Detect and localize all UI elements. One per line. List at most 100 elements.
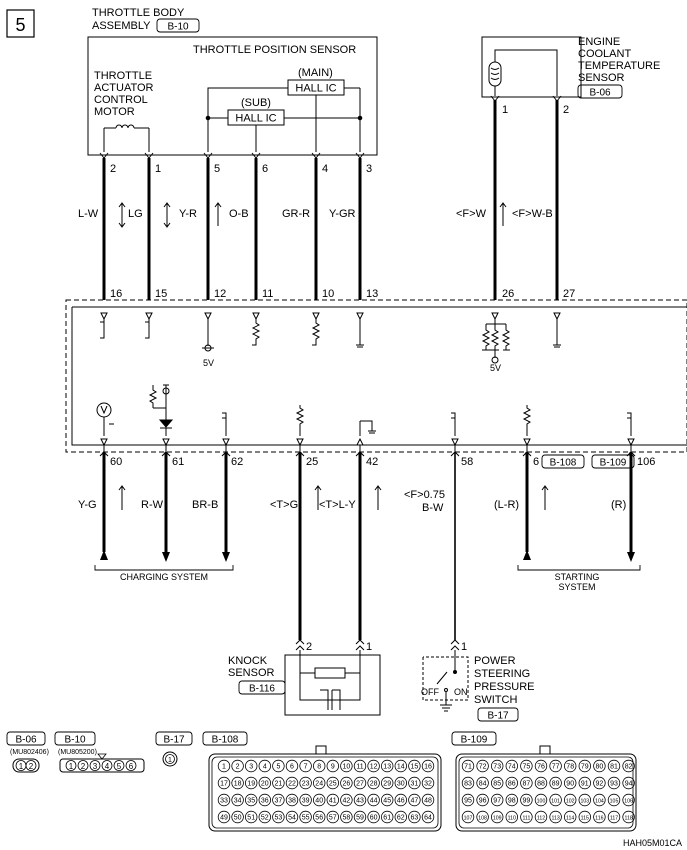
supply-5v-label: 5V (490, 363, 501, 373)
b108-pin-label: 9 (331, 764, 335, 771)
ecu-pin: 26 (502, 288, 514, 300)
b108-pin-circle (313, 759, 326, 773)
knock-ref: B-116 (249, 684, 275, 695)
motor-coil-symbol (103, 124, 150, 152)
b108-pin-label: 32 (424, 781, 432, 788)
b108-pin-label: 25 (329, 781, 337, 788)
b109-pin-circle (505, 793, 519, 807)
wire-color: (R) (611, 499, 626, 511)
b108-pin-label: 10 (343, 764, 351, 771)
b108-pin-label: 47 (411, 798, 419, 805)
b108-pin-label: 63 (411, 815, 419, 822)
b108-pin-circle (367, 810, 380, 824)
b109-pin-circle (607, 793, 621, 807)
b108-pin-circle (258, 759, 272, 773)
knock-sensor: 2 1 KNOCK SENSOR B-116 (228, 639, 381, 716)
b108-pin-label: 26 (343, 781, 351, 788)
supply-5v-label: 5V (203, 358, 214, 368)
b109-pin-circle (491, 793, 504, 807)
ecu-pin: 60 (110, 456, 122, 468)
ecu-pin: 16 (110, 288, 122, 300)
ecu-pin: 11 (262, 288, 273, 300)
b108-pin-circle (313, 793, 326, 807)
b109-pin-label: 87 (523, 781, 531, 788)
b108-pin-label: 22 (288, 781, 296, 788)
b108-pin-label: 8 (317, 764, 321, 771)
b109-pin-circle (564, 759, 577, 773)
b109-pin-label: 106 (624, 799, 633, 805)
knock-pin: 2 (306, 641, 312, 653)
b109-pin-label: 110 (508, 816, 516, 822)
b108-pin-circle (258, 810, 272, 824)
coolant-label-4: SENSOR (578, 72, 625, 84)
ps-off-label: OFF (421, 687, 439, 697)
b109-pin-label: 97 (493, 798, 501, 805)
b109-pin-label: 107 (464, 816, 473, 822)
b108-pin-label: 43 (356, 798, 364, 805)
b108-pin-circle (408, 759, 421, 773)
b109-pin-label: 96 (479, 798, 487, 805)
b108-pin-circle (244, 810, 258, 824)
coolant-label-3: TEMPERATURE (578, 60, 660, 72)
b06-ref: B-06 (15, 735, 37, 746)
b108-pin-label: 52 (261, 815, 269, 822)
b109-pin-label: 85 (493, 781, 501, 788)
b108-pin-circle (231, 759, 244, 773)
b109-pin-circle (505, 759, 519, 773)
ecu-pin: 25 (306, 456, 318, 468)
ecu-box (65, 299, 687, 453)
wire-color: L-W (78, 208, 99, 220)
hall-ic-sub-label: HALL IC (235, 113, 276, 125)
knock-label-2: SENSOR (228, 667, 275, 679)
b108-pin-circle (272, 793, 285, 807)
b109-pin-circle (476, 776, 489, 790)
b109-pin-label: 92 (596, 781, 604, 788)
b108-pin-label: 12 (370, 764, 378, 771)
connector-b10: B-10 (MU805200) 1 2 3 4 5 6 (54, 731, 145, 773)
b108-pin-circle (394, 793, 408, 807)
b108-pin-circle (326, 759, 340, 773)
b108-pin-label: 62 (397, 815, 405, 822)
b108-pin-label: 13 (383, 764, 391, 771)
b109-pin-label: 108 (478, 816, 487, 822)
b108-pin-circle (381, 793, 394, 807)
pin-label: 6 (262, 163, 268, 175)
b108-pin-circle (299, 776, 312, 790)
b109-pin-circle (622, 793, 635, 807)
b10-part: (MU805200) (58, 749, 97, 756)
b109-pin-label: 72 (479, 764, 487, 771)
hall-ic-sub-tag: (SUB) (241, 97, 271, 109)
b109-pin-circle (520, 776, 533, 790)
b10-pin: 5 (117, 762, 122, 771)
b108-pin-circle (381, 776, 394, 790)
ps-on-label: ON (454, 687, 468, 697)
b108-pin-circle (394, 776, 408, 790)
b109-pin-circle (491, 810, 504, 824)
b108-pin-label: 40 (315, 798, 323, 805)
ps-pin: 1 (461, 641, 467, 653)
b109-pin-label: 102 (566, 799, 575, 805)
b06-part: (MU802406) (10, 749, 49, 756)
b109-pin-circle (520, 810, 533, 824)
b108-pin-circle (299, 759, 312, 773)
ecu-pin: 15 (155, 288, 167, 300)
hall-ic-main-tag: (MAIN) (298, 67, 333, 79)
b109-pin-circle (549, 793, 562, 807)
b10-pin: 6 (129, 762, 134, 771)
b108-pin-circle (340, 793, 353, 807)
b109-pin-circle (593, 810, 606, 824)
b108-pin-circle (367, 759, 380, 773)
b108-pin-label: 57 (329, 815, 337, 822)
b109-pin-label: 99 (523, 798, 531, 805)
b108-pin-label: 61 (383, 815, 391, 822)
b109-pin-label: 95 (464, 798, 472, 805)
b108-pin-circle (299, 810, 312, 824)
starting-system-label-2: SYSTEM (558, 582, 595, 592)
wire-color: <T>G (270, 499, 298, 511)
b108-pin-label: 41 (329, 798, 337, 805)
ecu-pin: 27 (563, 288, 575, 300)
b109-pin-circle (549, 810, 562, 824)
b109-pin-label: 90 (566, 781, 574, 788)
